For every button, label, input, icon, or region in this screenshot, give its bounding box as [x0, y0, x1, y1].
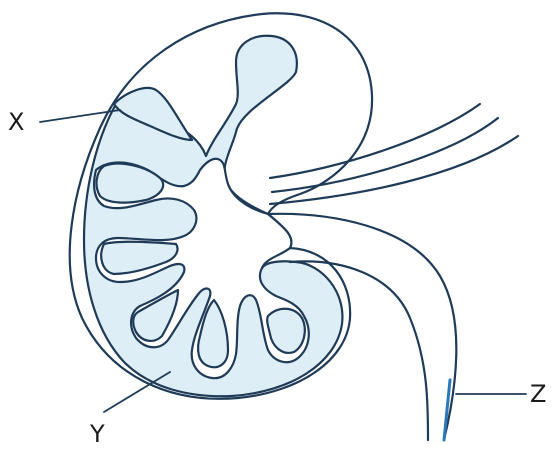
label-x: X [8, 108, 24, 136]
label-y: Y [89, 420, 105, 448]
label-z: Z [530, 380, 546, 408]
